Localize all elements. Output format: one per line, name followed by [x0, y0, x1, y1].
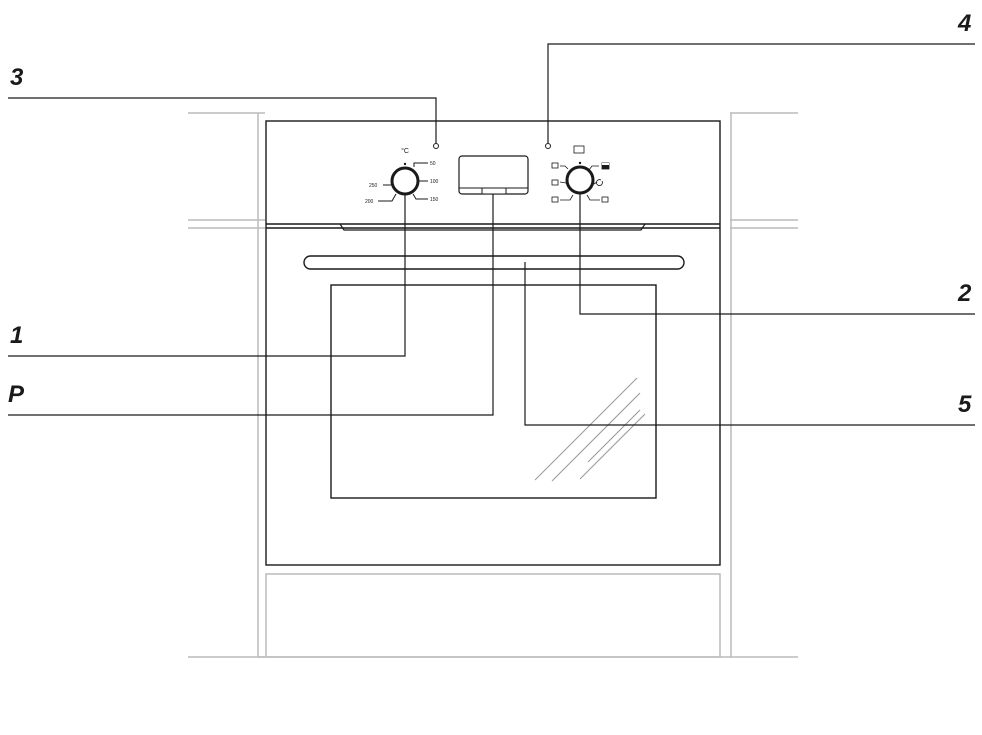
callout-4: 4 [958, 10, 972, 37]
temp-tick-250: 250 [369, 183, 378, 189]
callout-3: 3 [10, 64, 24, 91]
callout-2: 2 [958, 280, 972, 307]
temperature-knob-group: °C 50 100 150 200 250 [365, 147, 439, 205]
temp-tick-50: 50 [430, 161, 436, 167]
function-selector-icons [551, 162, 609, 203]
temp-tick-200: 200 [365, 199, 374, 205]
programmer-display[interactable] [458, 155, 529, 195]
temp-tick-150: 150 [430, 197, 439, 203]
callout-p: P [8, 381, 25, 408]
function-knob-dot [578, 161, 582, 165]
callout-5: 5 [958, 391, 972, 418]
function-indicator-light [545, 143, 551, 149]
function-icon-upper [602, 163, 609, 165]
leader-lines [8, 43, 975, 426]
glass-reflection [534, 377, 646, 482]
door-handle [303, 255, 685, 270]
function-icon-top [573, 145, 585, 154]
callout-1: 1 [10, 322, 24, 349]
temp-knob-dot [403, 162, 407, 166]
temp-unit-label: °C [401, 147, 409, 155]
function-knob-group [551, 145, 610, 203]
temperature-indicator-light [433, 143, 439, 149]
cabinet-outline [188, 112, 798, 658]
temperature-knob[interactable] [390, 166, 420, 196]
temp-tick-100: 100 [430, 179, 439, 185]
function-selector-knob[interactable] [565, 165, 595, 195]
temp-scale-ticks [378, 162, 428, 202]
